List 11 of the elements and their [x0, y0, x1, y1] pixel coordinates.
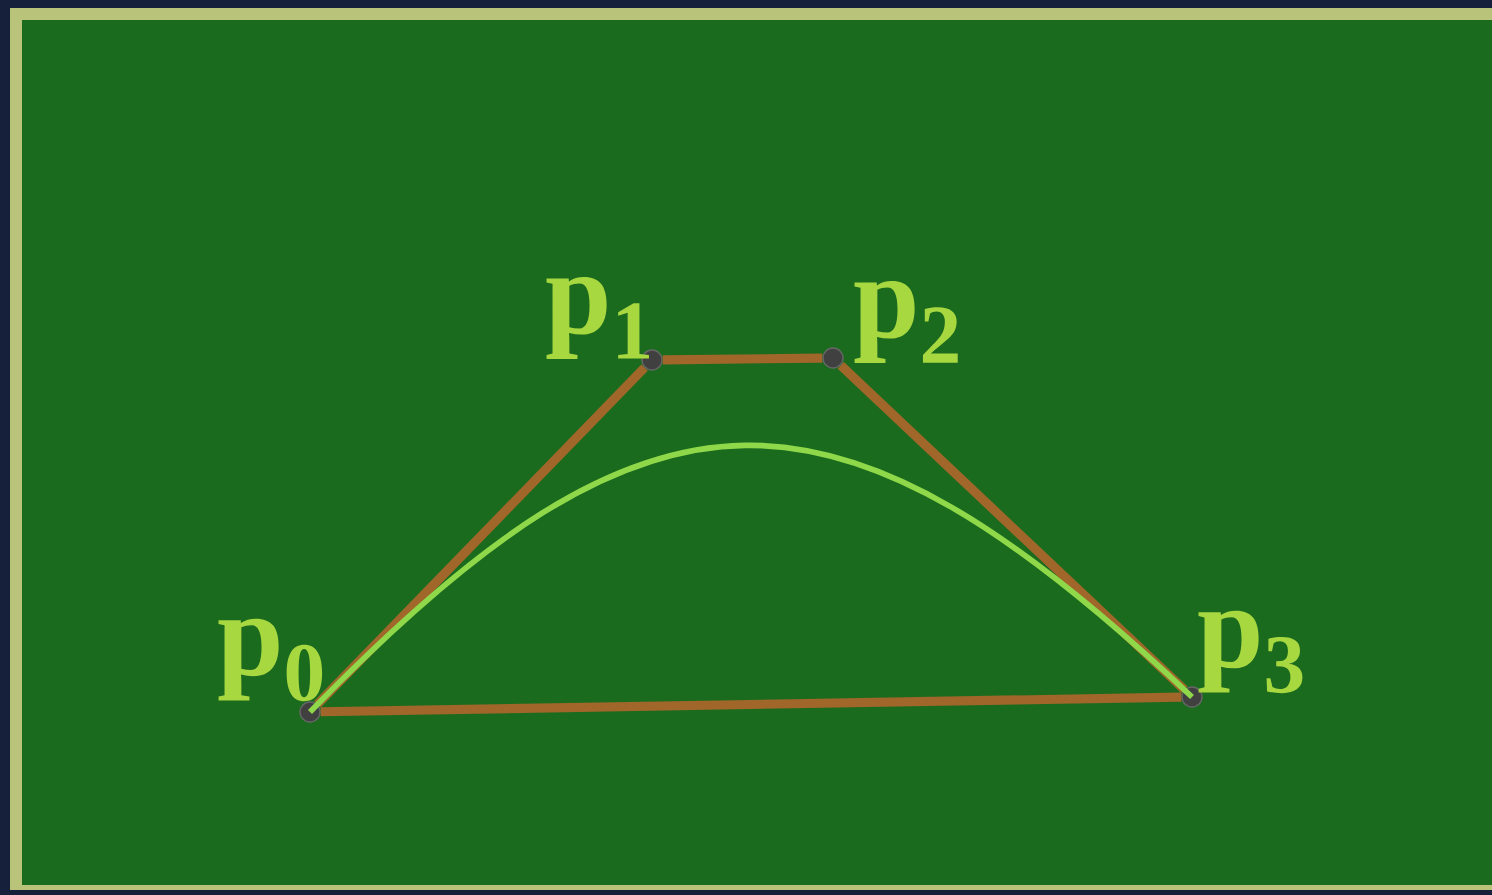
polygon-line [314, 364, 648, 708]
point-label: p$_{0}$ [218, 618, 323, 702]
polygon-line [837, 362, 1188, 693]
point-label: p$_{1}$ [546, 277, 649, 359]
polygon-line [320, 692, 1182, 717]
point-label: p$_{3}$ [1198, 610, 1303, 694]
polygon-line [662, 353, 823, 365]
bezier-curve [308, 443, 1194, 714]
control-point [822, 347, 844, 369]
control-point [299, 701, 321, 723]
point-label: p$_{2}$ [854, 281, 958, 363]
